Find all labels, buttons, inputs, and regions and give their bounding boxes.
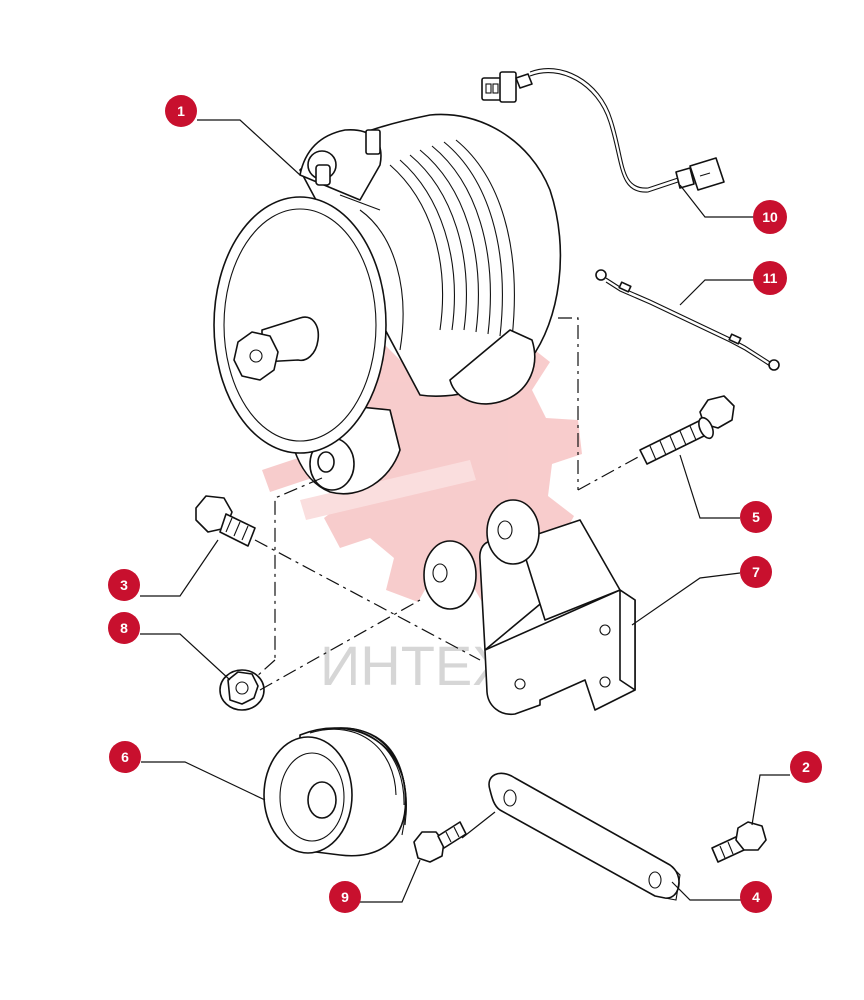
wiring-harness-part xyxy=(481,68,725,193)
svg-text:2: 2 xyxy=(802,759,810,775)
alternator-part xyxy=(213,113,562,495)
svg-text:4: 4 xyxy=(752,889,760,905)
svg-text:7: 7 xyxy=(752,564,760,580)
callout-7: 7 xyxy=(740,556,772,588)
svg-text:6: 6 xyxy=(121,749,129,765)
callout-1: 1 xyxy=(165,95,197,127)
callout-6: 6 xyxy=(109,741,141,773)
assembly-lines xyxy=(254,317,641,691)
callout-5: 5 xyxy=(740,501,772,533)
callout-9: 9 xyxy=(329,881,361,913)
svg-text:8: 8 xyxy=(120,620,128,636)
svg-text:3: 3 xyxy=(120,577,128,593)
flange-nut-part xyxy=(219,669,265,711)
svg-text:11: 11 xyxy=(763,270,778,286)
callout-4: 4 xyxy=(740,881,772,913)
ground-strap-part xyxy=(595,269,780,371)
svg-text:1: 1 xyxy=(177,103,185,119)
long-bolt-part xyxy=(639,395,735,465)
short-bolt-part xyxy=(195,495,256,547)
callout-10: 10 xyxy=(753,200,787,234)
callout-3: 3 xyxy=(108,569,140,601)
mounting-bracket-part xyxy=(423,499,636,716)
pulley-part xyxy=(263,727,407,857)
svg-text:5: 5 xyxy=(752,509,760,525)
svg-text:9: 9 xyxy=(341,889,349,905)
callout-11: 11 xyxy=(753,261,787,295)
watermark-text: ИНТЕХ xyxy=(320,634,510,697)
small-bolt-part xyxy=(711,821,767,863)
callout-2: 2 xyxy=(790,751,822,783)
callout-8: 8 xyxy=(108,612,140,644)
adjust-bolt-part xyxy=(413,821,467,863)
svg-text:10: 10 xyxy=(762,209,778,225)
adjusting-link-part xyxy=(488,772,681,901)
leader-lines xyxy=(140,119,790,903)
